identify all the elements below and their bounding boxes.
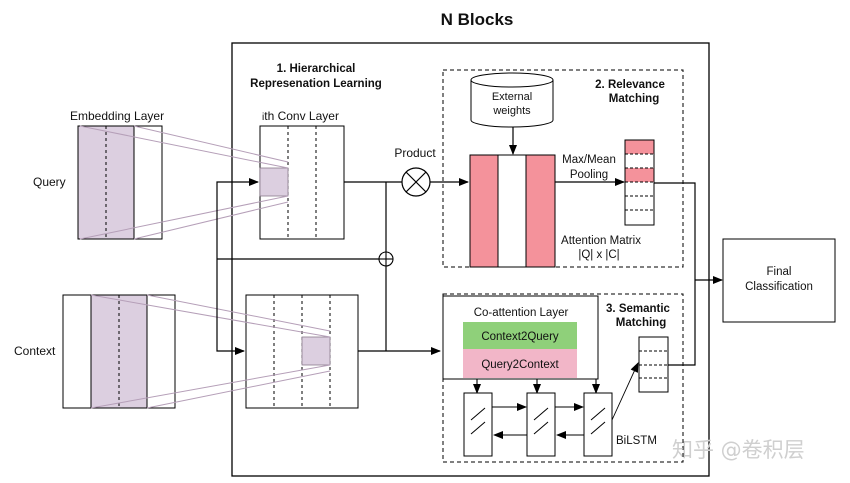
context2query-label: Context2Query: [481, 331, 559, 343]
section1-title-line2: Represenation Learning: [250, 78, 382, 90]
external-weights-line1: External: [492, 91, 532, 103]
attention-matrix-label: Attention Matrix: [561, 235, 641, 247]
query2context-label: Query2Context: [481, 359, 559, 371]
context-conv-block: [245, 294, 359, 409]
projection-lines: [79, 125, 331, 409]
section2-title-line2: Matching: [609, 93, 659, 105]
section3-title-line1: 3. Semantic: [606, 303, 671, 315]
context-label: Context: [14, 344, 56, 358]
context2query-block: [463, 322, 577, 349]
bilstm-output-arrow: [611, 362, 639, 421]
bilstm-label: BiLSTM: [616, 435, 657, 447]
relevance-matching-region: [442, 69, 684, 268]
query2context-block: [463, 349, 577, 378]
pooling-label-line1: Max/Mean: [562, 154, 616, 166]
connectors: [216, 178, 469, 355]
section2-title-line1: 2. Relevance: [595, 79, 665, 91]
section1-title-line1: 1. Hierarchical: [277, 63, 356, 75]
watermark: 知乎 @卷积层: [672, 438, 805, 462]
final-classification-line2: Classification: [745, 281, 813, 293]
merge-lines: [654, 182, 723, 366]
product-operator-icon: [401, 167, 431, 197]
bilstm-cell: [463, 392, 493, 457]
bilstm-cells: [463, 392, 613, 457]
attention-matrix-block: [469, 154, 556, 268]
sum-operator-icon: [378, 251, 394, 267]
diagram-title: N Blocks: [441, 10, 514, 29]
section3-title-line2: Matching: [616, 317, 666, 329]
final-classification-line1: Final: [767, 266, 792, 278]
final-classification-box: [722, 238, 836, 323]
query-embedding-block: [77, 125, 163, 240]
bilstm-cell: [583, 392, 613, 457]
coattention-title: Co-attention Layer: [474, 307, 569, 319]
query-conv-block: [259, 125, 345, 240]
pooled-vector: [624, 139, 655, 226]
bilstm-recurrent-arrows: [492, 403, 584, 439]
external-weights-line2: weights: [492, 105, 531, 117]
conv-layer-label: ith Conv Layer: [262, 109, 339, 123]
product-label: Product: [394, 146, 436, 160]
context-embedding-block: [62, 294, 176, 409]
query-label: Query: [33, 175, 66, 189]
coattention-to-bilstm-arrows: [473, 379, 600, 394]
embedding-layer-label: Embedding Layer: [70, 109, 164, 123]
attention-matrix-dims: |Q| x |C|: [578, 249, 619, 261]
external-weights-database-icon: [470, 72, 554, 128]
pooling-label-line2: Pooling: [570, 169, 608, 181]
semantic-vector: [638, 336, 669, 393]
bilstm-cell: [526, 392, 556, 457]
